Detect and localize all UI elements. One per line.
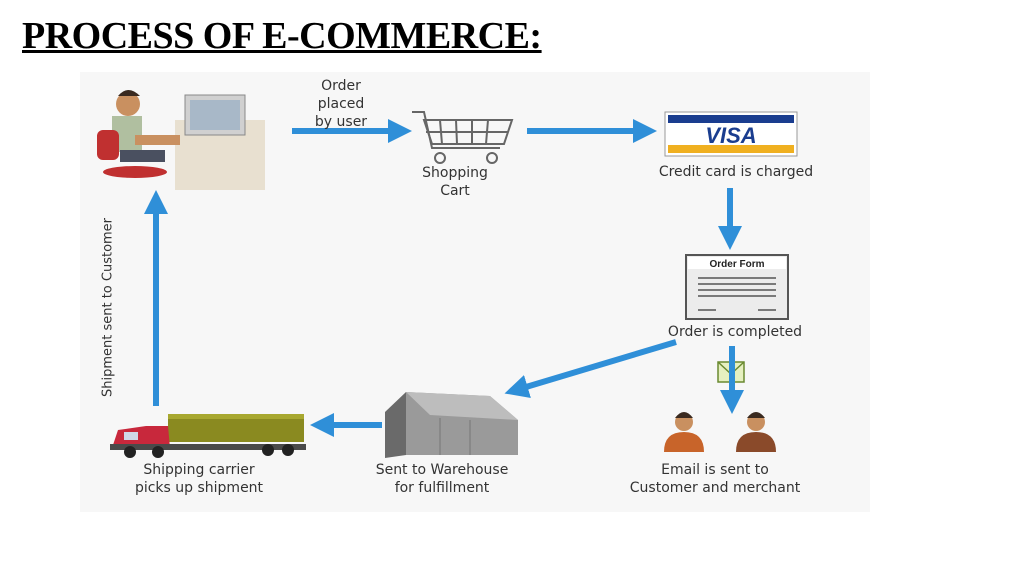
label-credit-card-charged: Credit card is charged (658, 164, 814, 180)
label-order-placed: Order placed by user (314, 78, 368, 130)
order-form-label: Order Form (709, 259, 764, 270)
visa-label: VISA (705, 123, 756, 148)
truck-icon (110, 414, 306, 458)
label-shipment-sent: Shipment sent to Customer (100, 217, 116, 398)
page-title: PROCESS OF E-COMMERCE: (22, 15, 542, 57)
label-shopping-cart: Shopping Cart (422, 165, 488, 199)
order-form-icon: Order Form (685, 254, 789, 320)
label-order-completed: Order is completed (667, 324, 803, 340)
shopping-cart-icon (412, 111, 514, 164)
label-email-sent: Email is sent to Customer and merchant (629, 462, 801, 496)
label-shipping-carrier: Shipping carrier picks up shipment (134, 462, 264, 496)
user-at-computer-icon (97, 90, 265, 190)
warehouse-icon (385, 392, 518, 458)
visa-card-icon: VISA (664, 111, 798, 157)
arrow-order-to-warehouse (504, 339, 677, 399)
people-icon (664, 412, 776, 452)
label-sent-to-warehouse: Sent to Warehouse for fulfillment (375, 462, 509, 496)
